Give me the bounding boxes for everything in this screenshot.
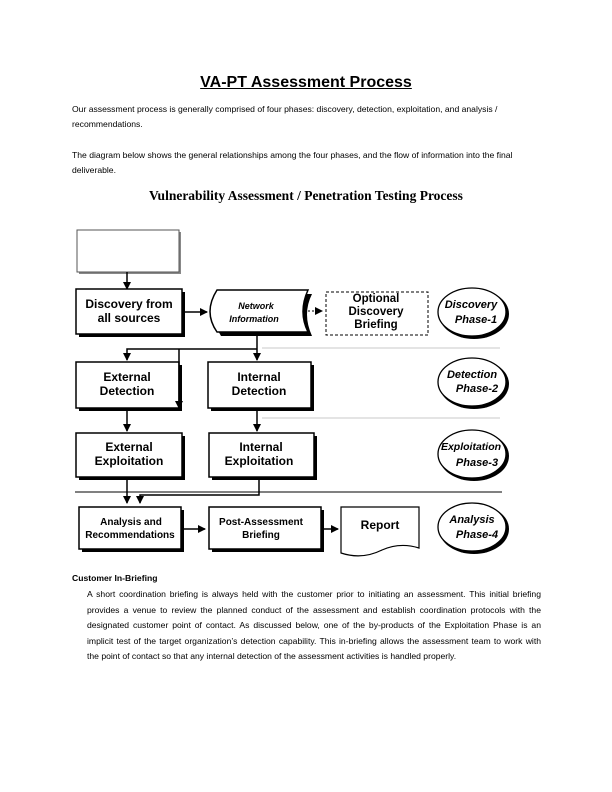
network-information-shape: Network Information (209, 289, 312, 336)
external-exploitation-label-1: External (105, 440, 152, 454)
discovery-box: Discovery from all sources (75, 288, 185, 337)
page-title: VA-PT Assessment Process (200, 74, 412, 91)
phase-4-label-1: Analysis (448, 514, 494, 526)
analysis-label-1: Analysis and (100, 517, 162, 528)
optional-label-3: Briefing (354, 319, 397, 331)
optional-discovery-briefing-box: Optional Discovery Briefing (325, 291, 429, 336)
analysis-recommendations-box: Analysis and Recommendations (78, 506, 184, 552)
internal-detection-box: Internal Detection (207, 361, 314, 411)
phase-2-label-2: Phase-2 (456, 383, 498, 395)
discovery-label-1: Discovery from (85, 297, 172, 311)
external-exploitation-label-2: Exploitation (95, 454, 164, 468)
empty-start-box (76, 229, 181, 274)
analysis-label-2: Recommendations (85, 530, 175, 541)
phase-3-label-1: Exploitation (441, 441, 501, 453)
post-assessment-label-1: Post-Assessment (219, 517, 304, 528)
phase-4-ellipse: Analysis Phase-4 (437, 502, 509, 554)
network-label-1: Network (238, 301, 275, 311)
phase-2-label-1: Detection (447, 369, 497, 381)
post-assessment-label-2: Briefing (242, 530, 280, 541)
section-body: A short coordination briefing is always … (87, 589, 541, 661)
internal-exploitation-label-2: Exploitation (225, 454, 294, 468)
external-detection-label-2: Detection (100, 384, 155, 398)
post-assessment-briefing-box: Post-Assessment Briefing (208, 506, 324, 552)
phase-2-ellipse: Detection Phase-2 (437, 357, 509, 409)
optional-label-1: Optional (353, 293, 400, 305)
external-detection-label-1: External (103, 370, 150, 384)
phase-1-label-2: Phase-1 (455, 314, 497, 326)
internal-exploitation-label-1: Internal (239, 440, 282, 454)
process-diagram: Discovery from all sources Network Infor… (75, 229, 509, 557)
internal-detection-label-2: Detection (232, 384, 287, 398)
report-document-shape: Report (340, 506, 420, 557)
internal-detection-label-1: Internal (237, 370, 280, 384)
phase-3-label-2: Phase-3 (456, 457, 498, 469)
intro-paragraph: Our assessment process is generally comp… (72, 104, 498, 129)
phase-1-ellipse: Discovery Phase-1 (437, 287, 509, 339)
phase-4-label-2: Phase-4 (456, 529, 498, 541)
discovery-label-2: all sources (98, 311, 161, 325)
diagram-title: Vulnerability Assessment / Penetration T… (149, 188, 463, 203)
diagram-intro-paragraph: The diagram below shows the general rela… (72, 150, 513, 175)
phase-1-label-1: Discovery (445, 299, 498, 311)
phase-3-ellipse: Exploitation Phase-3 (437, 429, 509, 481)
report-label: Report (361, 518, 400, 532)
external-detection-box: External Detection (75, 361, 182, 411)
network-label-2: Information (229, 314, 279, 324)
optional-label-2: Discovery (349, 306, 405, 318)
external-exploitation-box: External Exploitation (75, 432, 185, 480)
internal-exploitation-box: Internal Exploitation (208, 432, 317, 480)
section-heading: Customer In-Briefing (72, 573, 158, 583)
